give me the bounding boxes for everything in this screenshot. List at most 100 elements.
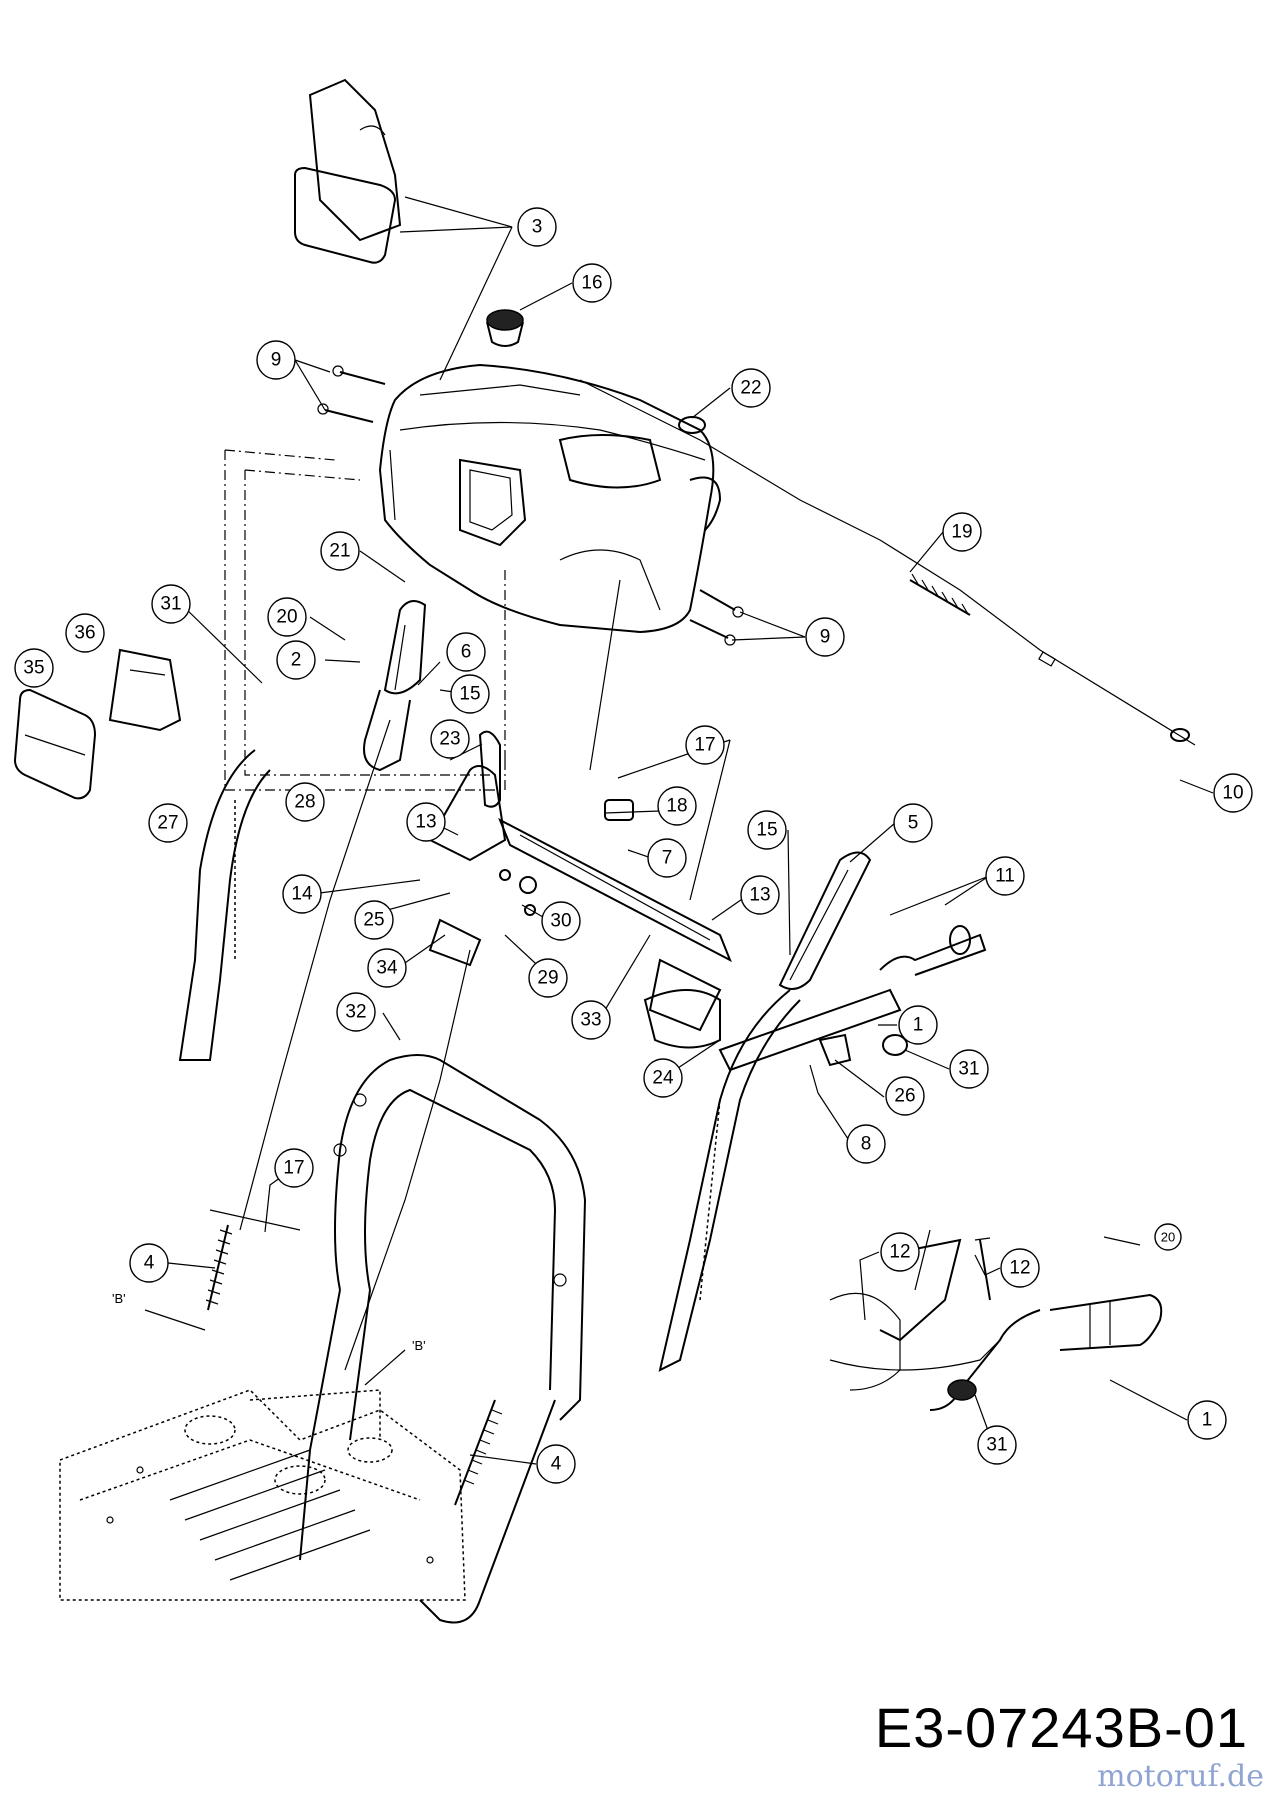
callout-7: 7 xyxy=(647,838,687,878)
svg-text:24: 24 xyxy=(652,1068,674,1089)
svg-text:2: 2 xyxy=(291,650,302,671)
svg-text:26: 26 xyxy=(894,1086,915,1107)
chassis-base xyxy=(59,1389,466,1601)
clip xyxy=(678,416,706,434)
svg-text:8: 8 xyxy=(861,1134,872,1155)
svg-text:33: 33 xyxy=(580,1010,601,1031)
right-handle-tube xyxy=(658,925,987,1372)
cross-bracket xyxy=(428,730,732,1032)
callout-11: 11 xyxy=(985,856,1025,896)
callout-5: 5 xyxy=(893,803,933,843)
callout-8: 8 xyxy=(846,1124,886,1164)
callouts: 3 16 9 22 19 9 10 21 31 20 2 6 15 36 35 … xyxy=(14,207,1253,1484)
svg-text:25: 25 xyxy=(363,910,384,931)
svg-text:6: 6 xyxy=(461,642,472,663)
callout-18: 18 xyxy=(657,786,697,826)
callout-33: 33 xyxy=(571,1000,611,1040)
side-panels xyxy=(13,648,182,800)
callout-35: 35 xyxy=(14,648,54,688)
svg-text:31: 31 xyxy=(160,594,181,615)
bolts-9 xyxy=(317,365,744,646)
ref-tag-middle: 'B' xyxy=(412,1338,426,1353)
callout-19: 19 xyxy=(942,512,982,552)
svg-text:29: 29 xyxy=(537,968,558,989)
right-grip xyxy=(778,851,872,990)
main-handle-loop xyxy=(299,1054,587,1624)
svg-text:10: 10 xyxy=(1222,783,1243,804)
svg-text:34: 34 xyxy=(376,958,398,979)
svg-text:17: 17 xyxy=(283,1158,304,1179)
callout-12-left: 12 xyxy=(880,1232,920,1272)
callout-13-right: 13 xyxy=(740,875,780,915)
knob xyxy=(486,309,524,347)
callout-20-inset: 20 xyxy=(1154,1223,1182,1251)
callout-9-right: 9 xyxy=(805,617,845,657)
svg-text:4: 4 xyxy=(551,1454,562,1475)
ref-tag-left: 'B' xyxy=(112,1291,126,1306)
rod-17-middle xyxy=(589,579,621,771)
svg-text:28: 28 xyxy=(294,792,315,813)
callout-9-top: 9 xyxy=(256,340,296,380)
callout-15-right: 15 xyxy=(747,810,787,850)
callout-31-right: 31 xyxy=(949,1049,989,1089)
callout-22: 22 xyxy=(731,368,771,408)
svg-text:36: 36 xyxy=(74,623,95,644)
callout-25: 25 xyxy=(354,900,394,940)
svg-text:5: 5 xyxy=(908,813,919,834)
right-trigger-assembly xyxy=(718,988,908,1094)
svg-text:17: 17 xyxy=(694,735,715,756)
diagram-code: E3-07243B-01 xyxy=(874,1696,1248,1759)
callout-4-left: 4 xyxy=(129,1243,169,1283)
svg-text:27: 27 xyxy=(157,813,178,834)
dash-console xyxy=(378,363,722,634)
svg-text:9: 9 xyxy=(820,627,831,648)
callout-28: 28 xyxy=(285,782,325,822)
inset-detail xyxy=(829,1229,1163,1411)
callout-31-inset: 31 xyxy=(977,1425,1017,1465)
callout-2: 2 xyxy=(276,640,316,680)
svg-text:22: 22 xyxy=(740,378,761,399)
cable-17-left xyxy=(239,719,391,1231)
plate-33 xyxy=(643,989,721,1049)
svg-text:11: 11 xyxy=(995,866,1015,887)
callout-15-left: 15 xyxy=(450,674,490,714)
callout-31-left: 31 xyxy=(151,584,191,624)
svg-text:4: 4 xyxy=(144,1253,155,1274)
callout-17-top: 17 xyxy=(685,725,725,765)
svg-text:20: 20 xyxy=(276,607,297,628)
callout-1: 1 xyxy=(898,1005,938,1045)
callout-27: 27 xyxy=(148,803,188,843)
callout-30: 30 xyxy=(541,901,581,941)
svg-text:15: 15 xyxy=(756,820,777,841)
callout-12-right: 12 xyxy=(1000,1248,1040,1288)
callout-29: 29 xyxy=(528,958,568,998)
svg-text:13: 13 xyxy=(415,812,436,833)
rod-17-right xyxy=(689,739,731,901)
callout-16: 16 xyxy=(572,263,612,303)
svg-text:7: 7 xyxy=(662,848,673,869)
svg-text:1: 1 xyxy=(1202,1410,1213,1431)
svg-text:9: 9 xyxy=(271,350,282,371)
callout-3: 3 xyxy=(517,207,557,247)
callout-24: 24 xyxy=(643,1058,683,1098)
callout-4-right: 4 xyxy=(536,1444,576,1484)
callout-34: 34 xyxy=(367,948,407,988)
svg-text:30: 30 xyxy=(550,911,571,932)
cover-pieces xyxy=(294,78,402,264)
callout-10: 10 xyxy=(1213,773,1253,813)
svg-text:3: 3 xyxy=(532,217,543,238)
svg-text:35: 35 xyxy=(23,658,44,679)
svg-text:32: 32 xyxy=(345,1002,366,1023)
svg-text:1: 1 xyxy=(913,1015,924,1036)
callout-36: 36 xyxy=(65,613,105,653)
callout-23: 23 xyxy=(430,719,470,759)
callout-21: 21 xyxy=(320,531,360,571)
svg-text:21: 21 xyxy=(329,541,350,562)
svg-text:14: 14 xyxy=(291,884,313,905)
callout-17-left: 17 xyxy=(274,1148,314,1188)
cable-19 xyxy=(579,379,1196,746)
callout-6: 6 xyxy=(446,632,486,672)
callout-20: 20 xyxy=(267,597,307,637)
left-handle-tube xyxy=(178,749,271,1061)
